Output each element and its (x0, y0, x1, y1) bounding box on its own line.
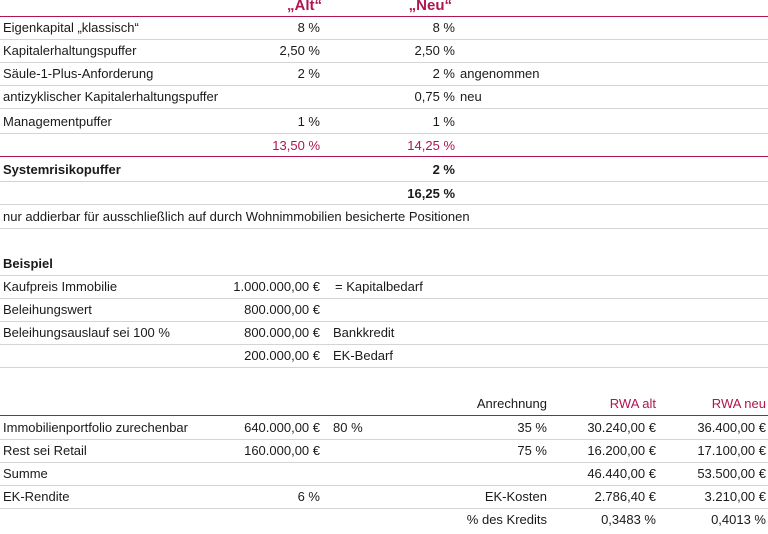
row-label: Kapitalerhaltungspuffer (3, 43, 137, 58)
row-label: Eigenkapital „klassisch“ (3, 20, 139, 35)
row-note: EK-Bedarf (333, 348, 393, 363)
row-rwa-neu: 17.100,00 € (697, 443, 766, 458)
row-value: 160.000,00 € (244, 443, 320, 458)
row-alt: 2 % (297, 66, 320, 81)
table1-row: Säule-1-Plus-Anforderung 2 % 2 % angenom… (0, 63, 768, 86)
systemrisiko-neu: 2 % (432, 162, 455, 177)
subtotal-neu: 14,25 % (407, 138, 455, 153)
row-note: neu (460, 89, 482, 104)
footnote: nur addierbar für ausschließlich auf dur… (3, 209, 470, 224)
row-label: Kaufpreis Immobilie (3, 279, 118, 294)
row-rwa-alt: 46.440,00 € (587, 466, 656, 481)
row-value: 800.000,00 € (244, 325, 320, 340)
table1-subtotal-row: 13,50 % 14,25 % (0, 134, 768, 157)
table1-row: antizyklischer Kapitalerhaltungspuffer 0… (0, 86, 768, 109)
row-label: Summe (3, 466, 48, 481)
beispiel-row: Beleihungswert 800.000,00 € (0, 299, 768, 322)
row-label: Immobilienportfolio zurechenbar (3, 420, 188, 435)
row-note: Bankkredit (333, 325, 395, 340)
table2-row: Summe 46.440,00 € 53.500,00 € (0, 463, 768, 486)
col-header-neu: „Neu“ (408, 0, 452, 14)
row-label: antizyklischer Kapitalerhaltungspuffer (3, 89, 219, 104)
row-rwa-alt: 2.786,40 € (594, 489, 656, 504)
row-value: 640.000,00 € (244, 420, 320, 435)
row-label: Rest sei Retail (3, 443, 87, 458)
row-label: Beleihungswert (3, 302, 92, 317)
beispiel-row: Kaufpreis Immobilie 1.000.000,00 € = Kap… (0, 276, 768, 299)
col-header-alt: „Alt“ (287, 0, 322, 14)
table2-row: EK-Rendite 6 % EK-Kosten 2.786,40 € 3.21… (0, 486, 768, 509)
row-neu: 2,50 % (414, 43, 455, 58)
table1-row: Eigenkapital „klassisch“ 8 % 8 % (0, 17, 768, 40)
row-anrechnung: % des Kredits (466, 512, 547, 527)
table1-total-row: 16,25 % (0, 182, 768, 205)
row-label: Beleihungsauslauf sei 100 % (3, 325, 170, 340)
row-value: 800.000,00 € (244, 302, 320, 317)
row-pct: 80 % (333, 420, 363, 435)
row-anrechnung: 75 % (517, 443, 547, 458)
row-anrechnung: 35 % (517, 420, 547, 435)
systemrisiko-label: Systemrisikopuffer (3, 162, 121, 177)
row-value: 1.000.000,00 € (233, 279, 320, 294)
table2-row: Rest sei Retail 160.000,00 € 75 % 16.200… (0, 440, 768, 463)
beispiel-title: Beispiel (3, 256, 53, 271)
table1-systemrisiko-row: Systemrisikopuffer 2 % (0, 157, 768, 182)
row-alt: 1 % (297, 114, 320, 129)
col-header-anrechnung: Anrechnung (476, 396, 547, 411)
col-header-rwa-neu: RWA neu (711, 396, 766, 411)
row-neu: 2 % (432, 66, 455, 81)
row-rwa-neu: 53.500,00 € (697, 466, 766, 481)
row-rwa-alt: 16.200,00 € (587, 443, 656, 458)
row-note: angenommen (460, 66, 540, 81)
table1-header-row: „Alt“ „Neu“ (0, 0, 768, 17)
row-rwa-alt: 30.240,00 € (587, 420, 656, 435)
row-value: 200.000,00 € (244, 348, 320, 363)
row-neu: 0,75 % (414, 89, 455, 104)
table1-footnote-row: nur addierbar für ausschließlich auf dur… (0, 205, 768, 229)
table1-row: Managementpuffer 1 % 1 % (0, 109, 768, 134)
beispiel-title-row: Beispiel (0, 253, 768, 276)
row-label: EK-Rendite (3, 489, 70, 504)
row-note: = Kapitalbedarf (335, 279, 423, 294)
col-header-rwa-alt: RWA alt (609, 396, 656, 411)
table2-row: Immobilienportfolio zurechenbar 640.000,… (0, 416, 768, 440)
subtotal-alt: 13,50 % (272, 138, 320, 153)
row-value: 6 % (297, 489, 320, 504)
row-neu: 8 % (432, 20, 455, 35)
beispiel-row: 200.000,00 € EK-Bedarf (0, 345, 768, 368)
total-neu: 16,25 % (407, 186, 455, 201)
table2-row: % des Kredits 0,3483 % 0,4013 % (0, 509, 768, 531)
row-anrechnung: EK-Kosten (484, 489, 547, 504)
row-alt: 8 % (297, 20, 320, 35)
row-label: Managementpuffer (3, 114, 112, 129)
row-alt: 2,50 % (279, 43, 320, 58)
row-rwa-neu: 0,4013 % (711, 512, 766, 527)
row-label: Säule-1-Plus-Anforderung (3, 66, 154, 81)
table2-header-row: Anrechnung RWA alt RWA neu (0, 393, 768, 416)
row-neu: 1 % (432, 114, 455, 129)
row-rwa-alt: 0,3483 % (601, 512, 656, 527)
row-rwa-neu: 36.400,00 € (697, 420, 766, 435)
beispiel-row: Beleihungsauslauf sei 100 % 800.000,00 €… (0, 322, 768, 345)
table1-row: Kapitalerhaltungspuffer 2,50 % 2,50 % (0, 40, 768, 63)
row-rwa-neu: 3.210,00 € (704, 489, 766, 504)
